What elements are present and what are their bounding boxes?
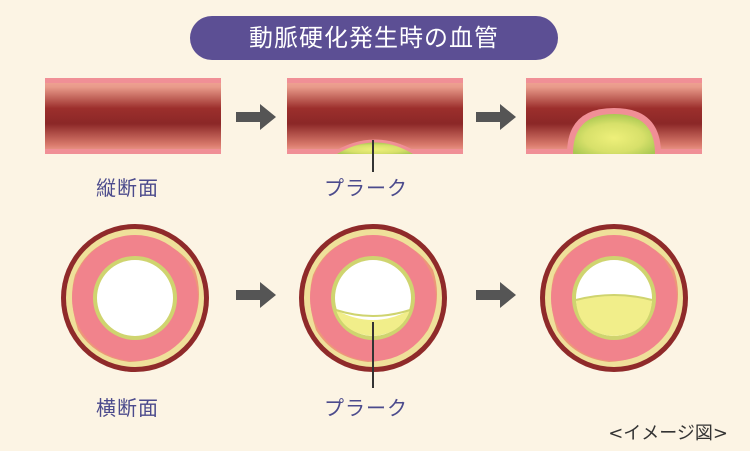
arrow-icon xyxy=(236,104,276,130)
plaque-label-bottom: プラーク xyxy=(324,396,408,420)
arrow-icon xyxy=(476,282,516,308)
title-banner: 動脈硬化発生時の血管 xyxy=(190,16,558,60)
arrow-icon xyxy=(476,104,516,130)
cross-section-early-plaque xyxy=(299,224,447,372)
longitudinal-label: 縦断面 xyxy=(96,176,159,200)
longitudinal-vessel-early-plaque xyxy=(287,78,463,154)
arrow-icon xyxy=(236,282,276,308)
cross-section-normal xyxy=(61,224,209,372)
cross-section-label: 横断面 xyxy=(96,396,159,420)
plaque-label-top: プラーク xyxy=(324,176,408,200)
image-note: <イメージ図> xyxy=(608,423,728,444)
cross-section-advanced-plaque xyxy=(540,224,688,372)
page-title: 動脈硬化発生時の血管 xyxy=(249,24,499,52)
longitudinal-vessel-normal xyxy=(45,78,221,154)
longitudinal-vessel-advanced-plaque xyxy=(526,78,702,154)
